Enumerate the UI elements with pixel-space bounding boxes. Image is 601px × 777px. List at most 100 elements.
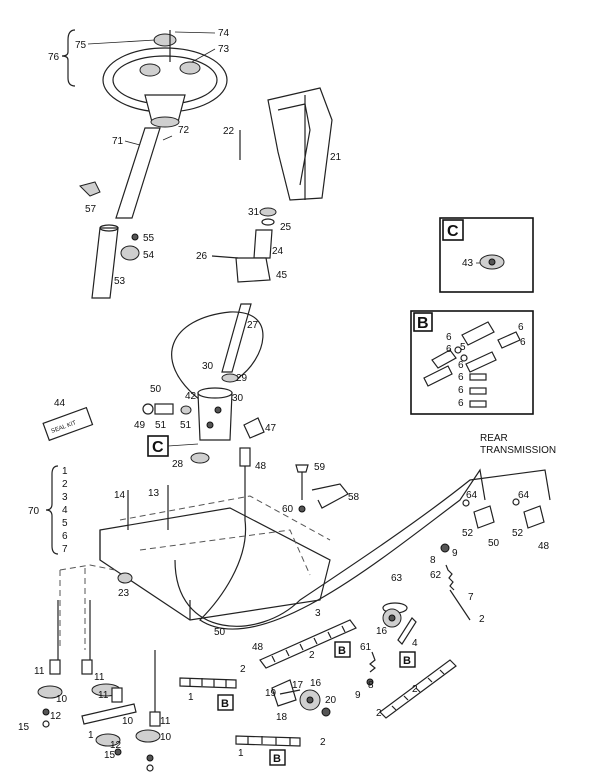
bracket-58: [311, 483, 349, 509]
spindle-right: [95, 687, 161, 772]
callout-53: 53: [114, 276, 126, 287]
callout-50b: 50: [214, 627, 226, 638]
washer-25: [261, 218, 275, 226]
callout-13: 13: [148, 488, 160, 499]
rear-transmission-line-2: TRANSMISSION: [480, 445, 556, 456]
callout-11c: 11: [98, 690, 109, 701]
tie-rod-dash: [59, 564, 116, 650]
callout-54: 54: [143, 250, 155, 261]
callout-17: 17: [292, 680, 304, 691]
callout-64b: 64: [518, 490, 530, 501]
callout-16b: 16: [310, 678, 322, 689]
callout-2a: 2: [479, 614, 485, 625]
callout-14: 14: [114, 490, 126, 501]
callout-71: 71: [112, 136, 124, 147]
callout-c-letter: C: [152, 439, 164, 456]
legend-item-6: 6: [62, 531, 68, 542]
tractor-frame: [99, 495, 331, 621]
chain-right: [379, 659, 457, 719]
fitting-52b: [523, 505, 545, 529]
nut-8: [440, 543, 450, 553]
callout-6d: 6: [520, 337, 526, 348]
chain-b-letter-4: B: [273, 753, 281, 765]
callout-29: 29: [236, 373, 248, 384]
seal-kit-box: SEAL KIT: [42, 406, 94, 442]
callout-51b: 51: [180, 420, 192, 431]
rod-4: [397, 617, 417, 645]
chain-b-letter-2: B: [403, 655, 411, 667]
callout-76: 76: [48, 52, 60, 63]
callout-11b: 11: [94, 672, 105, 683]
chain-b-box-3: [217, 694, 234, 711]
leader-74: [174, 31, 216, 34]
steering-shaft: [115, 127, 173, 219]
chain-upper: [259, 619, 357, 669]
callout-31: 31: [248, 207, 260, 218]
legend-item-7: 7: [62, 544, 68, 555]
callout-7: 7: [468, 592, 474, 603]
callout-12b: 12: [110, 740, 122, 751]
callout-20: 20: [325, 695, 337, 706]
callout-9b: 9: [355, 690, 361, 701]
callout-6c: 6: [518, 322, 524, 333]
legend-item-5: 5: [62, 518, 68, 529]
steering-valve-42: [197, 373, 239, 441]
callout-30a: 30: [202, 361, 214, 372]
bolt-19: [279, 689, 301, 695]
callout-2b: 2: [309, 650, 315, 661]
callout-8b: 8: [368, 680, 374, 691]
leader-71: [124, 140, 141, 146]
spring-61: [369, 651, 376, 673]
callout-3: 3: [315, 608, 321, 619]
fitting-49: [142, 403, 174, 415]
inset-c-letter: C: [447, 223, 459, 240]
bushing-54: [120, 245, 140, 261]
chain-b-box-1: [334, 641, 351, 658]
callout-44: 44: [54, 398, 66, 409]
hose-50-lower: [174, 469, 551, 627]
callout-1b: 1: [88, 730, 94, 741]
callout-49: 49: [134, 420, 146, 431]
callout-51a: 51: [155, 420, 167, 431]
leader-c: [167, 443, 199, 447]
callout-28: 28: [172, 459, 184, 470]
elbow-47: [243, 417, 265, 439]
callout-2c: 2: [412, 684, 418, 695]
callout-6f: 6: [458, 385, 464, 396]
leader-73: [191, 48, 216, 63]
legend-70-list: 1 2 3 4 5 6 7: [62, 466, 68, 555]
callout-27: 27: [247, 320, 259, 331]
chain-lower-right: [235, 735, 301, 747]
callout-72: 72: [178, 125, 190, 136]
callout-47: 47: [265, 423, 277, 434]
gear-bracket-24: [235, 229, 273, 283]
oring-64a: [462, 499, 470, 507]
callout-50a: 50: [150, 384, 162, 395]
bolt-59: [295, 464, 309, 500]
nut-60: [298, 505, 306, 513]
callout-42: 42: [185, 391, 197, 402]
callout-24: 24: [272, 246, 284, 257]
callout-8: 8: [430, 555, 436, 566]
chain-lower-left: [179, 677, 237, 689]
callout-30b: 30: [232, 393, 244, 404]
callout-1c: 1: [238, 748, 244, 759]
callout-1a: 1: [188, 692, 194, 703]
callout-60: 60: [282, 504, 294, 515]
callout-16a: 16: [376, 626, 388, 637]
callout-73: 73: [218, 44, 230, 55]
chain-b-box-2: [399, 651, 416, 668]
callout-2f: 2: [320, 737, 326, 748]
callout-19: 19: [265, 688, 277, 699]
callout-18: 18: [276, 712, 288, 723]
callout-23: 23: [118, 588, 130, 599]
rear-transmission-line-1: REAR: [480, 433, 508, 444]
hose-48-lower: [199, 460, 486, 630]
callout-63: 63: [391, 573, 403, 584]
sleeve-53: [91, 224, 119, 299]
chain-link-group: [423, 321, 521, 408]
chain-b-letter-3: B: [221, 698, 229, 710]
callout-6g: 6: [458, 398, 464, 409]
callout-50c: 50: [488, 538, 500, 549]
